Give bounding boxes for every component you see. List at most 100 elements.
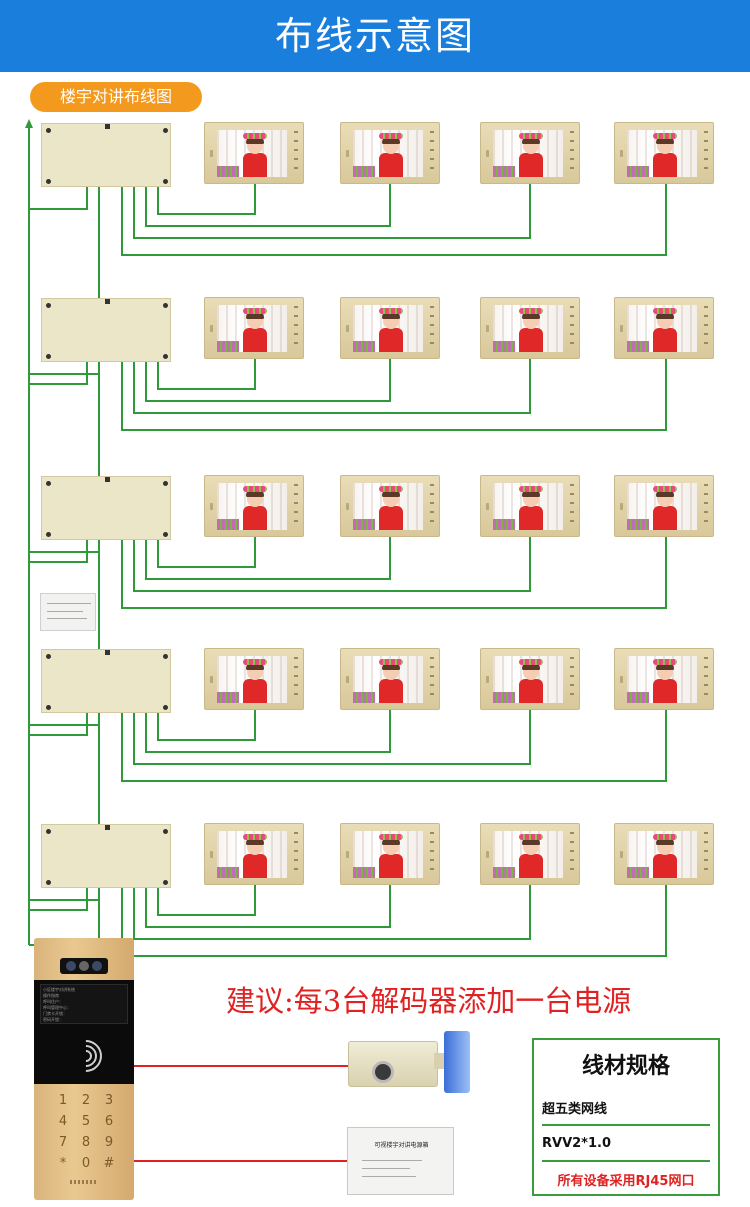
screw-icon: [46, 654, 51, 659]
monitor-cable: [145, 710, 391, 753]
keypad-key: 3: [104, 1093, 114, 1108]
monitor-buttons: [704, 306, 708, 350]
monitor-buttons: [294, 306, 298, 350]
indoor-monitor: [204, 823, 304, 885]
monitor-buttons: [570, 657, 574, 701]
monitor-screen: [627, 305, 697, 352]
camera-icon: [346, 851, 349, 858]
screw-icon: [163, 880, 168, 885]
door-station-screen-line: 呼叫住户：: [43, 999, 63, 1004]
camera-icon: [486, 325, 489, 332]
page-title: 布线示意图: [274, 14, 475, 58]
keypad-key: 1: [58, 1093, 68, 1108]
indoor-monitor: [614, 648, 714, 710]
monitor-buttons: [704, 657, 708, 701]
lock-cylinder-icon: [372, 1061, 394, 1083]
monitor-cable: [133, 710, 531, 765]
screw-icon: [46, 705, 51, 710]
screw-icon: [163, 179, 168, 184]
door-station-screen-line: 小区楼宇对讲系统: [43, 987, 75, 992]
speaker-grille: [70, 1180, 98, 1184]
monitor-screen: [353, 831, 423, 878]
door-station-screen-line: 呼叫管理中心：: [43, 1005, 71, 1010]
distribution-power-supply: [40, 593, 96, 631]
monitor-cable: [157, 537, 256, 568]
cable-spec-title: 线材规格: [581, 1054, 670, 1079]
monitor-screen: [217, 483, 287, 530]
monitor-buttons: [294, 832, 298, 876]
bus-cable: [29, 713, 88, 736]
indoor-monitor: [480, 297, 580, 359]
monitor-cable: [145, 885, 391, 928]
monitor-screen: [217, 305, 287, 352]
indoor-monitor: [340, 122, 440, 184]
decoder-unit: [41, 824, 171, 888]
monitor-cable: [121, 537, 667, 609]
screw-icon: [163, 705, 168, 710]
indoor-monitor: [204, 648, 304, 710]
screw-icon: [163, 354, 168, 359]
camera-icon: [620, 851, 623, 858]
indoor-monitor: [204, 297, 304, 359]
monitor-cable: [157, 710, 256, 741]
monitor-screen: [353, 305, 423, 352]
bus-cable: [29, 888, 88, 911]
monitor-buttons: [430, 306, 434, 350]
indoor-monitor: [480, 475, 580, 537]
bus-cable: [29, 187, 88, 210]
indoor-monitor: [614, 823, 714, 885]
camera-icon: [210, 503, 213, 510]
electric-lock: [348, 1031, 472, 1093]
monitor-cable: [133, 537, 531, 592]
monitor-screen: [217, 130, 287, 177]
monitor-cable: [145, 537, 391, 580]
monitor-screen: [627, 130, 697, 177]
indoor-monitor: [340, 297, 440, 359]
camera-icon: [486, 503, 489, 510]
keypad-key: 4: [58, 1114, 68, 1129]
monitor-buttons: [704, 131, 708, 175]
monitor-cable: [121, 710, 667, 782]
monitor-buttons: [294, 131, 298, 175]
monitor-cable: [133, 885, 531, 940]
indoor-monitor: [614, 122, 714, 184]
monitor-buttons: [294, 657, 298, 701]
monitor-buttons: [570, 832, 574, 876]
screw-icon: [46, 354, 51, 359]
cable-spec-note: 所有设备采用RJ45网口: [557, 1174, 695, 1189]
screw-icon: [46, 829, 51, 834]
monitor-buttons: [430, 484, 434, 528]
monitor-buttons: [430, 131, 434, 175]
camera-icon: [620, 325, 623, 332]
screw-icon: [46, 532, 51, 537]
monitor-screen: [353, 483, 423, 530]
monitor-buttons: [570, 484, 574, 528]
monitor-buttons: [704, 484, 708, 528]
monitor-screen: [627, 831, 697, 878]
indoor-monitor: [480, 648, 580, 710]
indoor-monitor: [480, 122, 580, 184]
monitor-screen: [493, 483, 563, 530]
camera-icon: [210, 676, 213, 683]
monitor-cable: [157, 359, 256, 390]
monitor-screen: [353, 130, 423, 177]
keypad-key: 9: [104, 1135, 114, 1150]
keypad-key: 8: [81, 1135, 91, 1150]
monitor-screen: [627, 656, 697, 703]
screw-icon: [163, 532, 168, 537]
card-reader-icon: [63, 1033, 109, 1079]
decoder-unit: [41, 123, 171, 187]
indoor-monitor: [340, 823, 440, 885]
monitor-cable: [133, 184, 531, 239]
monitor-cable: [121, 885, 667, 957]
door-station-screen-line: 密码开锁：: [43, 1017, 63, 1022]
monitor-buttons: [570, 131, 574, 175]
monitor-screen: [493, 305, 563, 352]
screw-icon: [46, 303, 51, 308]
camera-icon: [620, 503, 623, 510]
keypad-key: #: [103, 1156, 115, 1171]
camera-icon: [486, 676, 489, 683]
decoder-unit: [41, 476, 171, 540]
